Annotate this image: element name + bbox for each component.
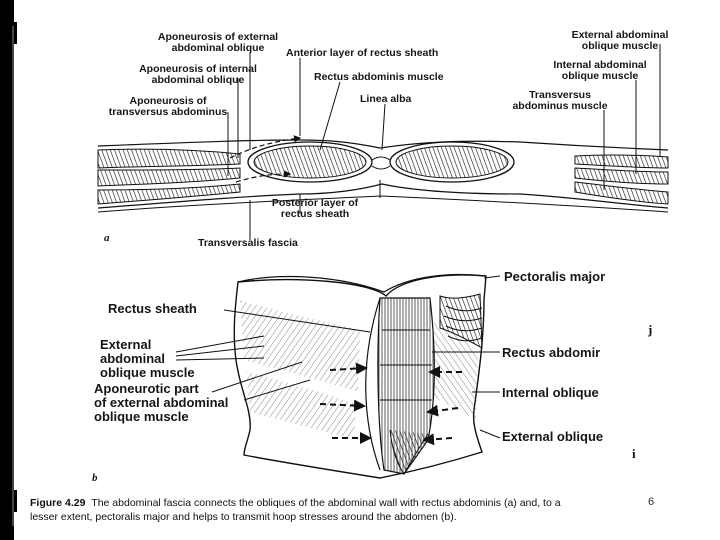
label-internal-oblique: Internal oblique (502, 385, 599, 400)
label-transversus-muscle: Transversus abdominus muscle (500, 90, 620, 112)
label-linea-alba: Linea alba (360, 93, 412, 105)
label-line: Aponeurosis of (129, 95, 207, 107)
label-aponeurosis-transversus: Aponeurosis of transversus abdominus (98, 96, 238, 118)
label-line: Aponeurotic part (94, 381, 199, 396)
label-line: oblique muscle (561, 70, 639, 82)
label-posterior-layer: Posterior layer of rectus sheath (260, 198, 370, 220)
label-line: abdominal (100, 351, 166, 366)
stray-mark: j (648, 322, 653, 337)
label-line: Aponeurosis of external (157, 31, 279, 43)
panel-letter-b: b (92, 472, 98, 484)
label-line: abdominal oblique (171, 42, 265, 54)
label-line: Posterior layer of (271, 197, 359, 209)
page-edge-line (12, 26, 14, 526)
label-aponeurotic-part: Aponeurotic part of external abdominal o… (94, 382, 228, 424)
label-line: Internal abdominal (553, 59, 647, 71)
torso-diagram (175, 273, 501, 479)
label-line: abdominus muscle (512, 100, 608, 112)
cross-section-diagram (97, 44, 669, 240)
label-line: oblique muscle (581, 40, 659, 52)
label-line: oblique muscle (94, 409, 189, 424)
label-external-abdominal-oblique: External abdominal oblique muscle (100, 338, 195, 380)
label-pectoralis-major: Pectoralis major (504, 269, 606, 284)
label-int-oblique-muscle: Internal abdominal oblique muscle (540, 60, 660, 82)
caption-line-1: Figure 4.29 The abdominal fascia connect… (30, 496, 710, 510)
scan-tick (14, 22, 17, 44)
label-line: Transversus (529, 89, 591, 101)
label-transversalis-fascia: Transversalis fascia (198, 237, 298, 249)
label-line: Aponeurosis of internal (139, 63, 257, 75)
label-line: External abdominal (571, 29, 669, 41)
label-line: rectus sheath (280, 208, 350, 220)
figure-caption: Figure 4.29 The abdominal fascia connect… (30, 496, 710, 524)
label-line: abdominal oblique (151, 74, 245, 86)
label-line: of external abdominal (94, 395, 229, 410)
label-aponeurosis-ext-oblique: Aponeurosis of external abdominal obliqu… (148, 32, 288, 54)
label-aponeurosis-int-oblique: Aponeurosis of internal abdominal obliqu… (128, 64, 268, 86)
label-rectus-muscle: Rectus abdominis muscle (314, 71, 444, 83)
panel-letter-a: a (104, 232, 110, 244)
label-ext-oblique-muscle: External abdominal oblique muscle (560, 30, 680, 52)
page-number: 6 (648, 496, 655, 508)
label-external-oblique: External oblique (502, 429, 604, 444)
label-line: External (100, 337, 152, 352)
label-rectus-sheath: Rectus sheath (108, 301, 197, 316)
figure-number: Figure 4.29 (30, 497, 86, 509)
scan-edge-bar (0, 0, 14, 540)
stray-mark: i (632, 446, 636, 461)
caption-line-2: lesser extent, pectoralis major and help… (30, 511, 457, 523)
label-anterior-layer: Anterior layer of rectus sheath (286, 47, 439, 59)
label-line: oblique muscle (100, 365, 195, 380)
caption-text: The abdominal fascia connects the obliqu… (91, 497, 561, 509)
label-line: transversus abdominus (108, 106, 228, 118)
scan-tick (14, 490, 17, 512)
label-rectus-abdominis: Rectus abdomir (502, 345, 601, 360)
